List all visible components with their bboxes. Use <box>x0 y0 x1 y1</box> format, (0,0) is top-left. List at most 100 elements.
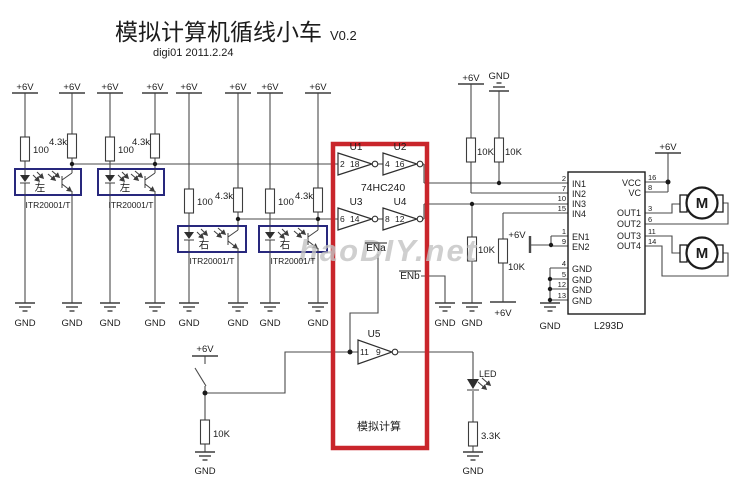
pin-number: 4 <box>562 259 566 268</box>
ena-net-label: ENa <box>366 243 386 254</box>
pin-number: 13 <box>558 291 566 300</box>
gate-pin-out: 9 <box>376 347 381 357</box>
sensor-part-number: ITR20001/T <box>109 200 154 210</box>
gnd-label: GND <box>14 318 35 329</box>
page-title: 模拟计算机循线小车 <box>115 19 322 45</box>
resistor-value: 10K <box>478 245 496 256</box>
resistors <box>19 133 509 447</box>
pin-name: GND <box>572 264 593 274</box>
p6v-label: +6V <box>261 82 279 93</box>
gnd-label: GND <box>61 318 82 329</box>
driver-labels: L293D IN1 IN2 IN3 IN4 EN1 EN2 GND GND GN… <box>558 173 657 332</box>
buffer-labels: U1 2 18 U2 4 16 U3 6 14 U4 8 12 U5 11 9 … <box>340 142 421 433</box>
sensor-part-number: ITR20001/T <box>190 256 235 266</box>
gate-ref: U2 <box>394 142 407 153</box>
gnd-label: GND <box>462 466 483 477</box>
pin-name: GND <box>572 285 593 295</box>
pin-number: 10 <box>558 194 566 203</box>
gnd-label: GND <box>539 321 560 332</box>
gate-pin-in: 6 <box>340 214 345 224</box>
pin-name: GND <box>572 275 593 285</box>
l293d-chip-body <box>567 171 646 315</box>
gate-pin-out: 12 <box>395 214 405 224</box>
resistor-value: 10K <box>477 147 495 158</box>
gnd-label: GND <box>178 318 199 329</box>
resistor-value: 4.3k <box>132 137 150 148</box>
motor-label: M <box>696 245 709 262</box>
p6v-label: +6V <box>508 230 526 241</box>
pin-number: 3 <box>648 204 652 213</box>
pin-number: 9 <box>562 237 566 246</box>
p6v-label: +6V <box>309 82 327 93</box>
motor-label: M <box>696 195 709 212</box>
p6v-label: +6V <box>229 82 247 93</box>
gnd-label: GND <box>434 318 455 329</box>
page-version: V0.2 <box>330 28 357 43</box>
gate-pin-in: 2 <box>340 159 345 169</box>
led-label: LED <box>479 369 497 379</box>
sensor-side-label: 右 <box>280 238 291 251</box>
pin-number: 6 <box>648 215 652 224</box>
pin-name: OUT4 <box>617 241 641 251</box>
sensor-side-label: 左 <box>120 181 131 194</box>
gate-pin-out: 14 <box>350 214 360 224</box>
p6v-label: +6V <box>101 82 119 93</box>
gnd-label: GND <box>461 318 482 329</box>
pin-name: IN4 <box>572 209 586 219</box>
gate-ref: U1 <box>350 142 363 153</box>
sensor-labels: 左 左 右 右 ITR20001/T ITR20001/T ITR20001/T… <box>26 181 316 266</box>
pin-number: 5 <box>562 270 566 279</box>
pin-number: 12 <box>558 280 566 289</box>
gate-ref: U5 <box>368 329 381 340</box>
pin-number: 14 <box>648 237 656 246</box>
gnd-label: GND <box>488 71 509 82</box>
pin-number: 15 <box>558 204 566 213</box>
p6v-label: +6V <box>180 82 198 93</box>
gate-pin-out: 16 <box>395 159 405 169</box>
pin-number: 2 <box>562 174 566 183</box>
gate-ref: U4 <box>394 197 407 208</box>
pin-number: 16 <box>648 173 656 182</box>
pin-name: GND <box>572 296 593 306</box>
sensor-modules <box>14 168 328 253</box>
gnd-label: GND <box>194 466 215 477</box>
p6v-label: +6V <box>63 82 81 93</box>
section-label: 模拟计算 <box>357 419 401 433</box>
p6v-label: +6V <box>659 142 677 153</box>
pin-name: EN1 <box>572 232 590 242</box>
gnd-label: GND <box>99 318 120 329</box>
pin-name: IN1 <box>572 179 586 189</box>
resistor-value: 100 <box>33 145 49 156</box>
sensor-box-2 <box>97 168 165 196</box>
resistor-value: 100 <box>278 197 294 208</box>
driver-chip-name: L293D <box>594 321 623 332</box>
sensor-box-1 <box>14 168 82 196</box>
p6v-label: +6V <box>16 82 34 93</box>
p6v-label: +6V <box>146 82 164 93</box>
pin-name: VCC <box>622 178 642 188</box>
resistor-labels: 100 100 100 100 4.3k 4.3k 4.3k 4.3k 10K … <box>33 137 526 442</box>
resistor-value: 4.3k <box>295 191 313 202</box>
buffer-gates <box>337 152 424 365</box>
gnd-label: GND <box>259 318 280 329</box>
pin-name: OUT3 <box>617 231 641 241</box>
led-symbol <box>467 377 492 391</box>
motor-1 <box>679 186 724 220</box>
sensor-part-number: ITR20001/T <box>26 200 71 210</box>
enb-net-label: ENb <box>400 271 420 282</box>
pin-number: 1 <box>562 227 566 236</box>
sensor-box-3 <box>177 225 247 253</box>
resistor-value: 10K <box>505 147 523 158</box>
resistor-value: 10K <box>213 429 231 440</box>
pin-number: 8 <box>648 183 652 192</box>
pin-name: VC <box>628 188 641 198</box>
gate-pin-in: 4 <box>385 159 390 169</box>
p6v-label: +6V <box>494 308 512 319</box>
gnd-labels: GND GND GND GND GND GND GND GND GND GND … <box>14 71 560 477</box>
gate-ref: U3 <box>350 197 363 208</box>
pin-number: 7 <box>562 184 566 193</box>
gate-pin-in: 8 <box>385 214 390 224</box>
pin-name: IN3 <box>572 199 586 209</box>
